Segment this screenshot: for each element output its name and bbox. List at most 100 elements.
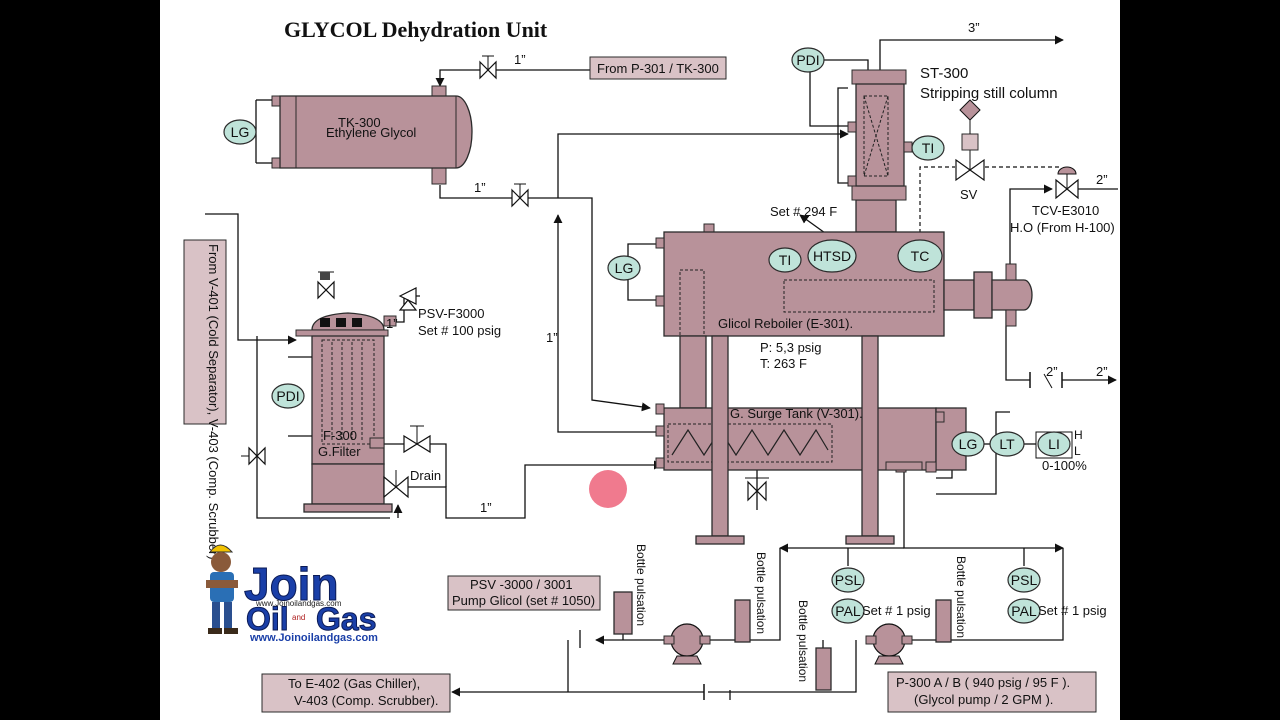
instrument-pal-b: PAL <box>1007 598 1041 624</box>
pump-a <box>663 623 711 665</box>
valve-hot-oil <box>1029 372 1063 389</box>
tank-tag: TK-300 <box>338 115 381 130</box>
svg-text:PSL: PSL <box>835 572 862 588</box>
valve-filter-top <box>317 271 335 300</box>
bottle-label-4: Bottle pulsation <box>954 556 968 638</box>
svg-text:LI: LI <box>1048 436 1060 452</box>
sv-label: SV <box>960 187 978 202</box>
instrument-lg-tank: LG <box>223 99 272 164</box>
bottle-label-3: Bottle pulsation <box>796 600 810 682</box>
svg-text:LG: LG <box>959 436 978 452</box>
psv-f3000: PSV-F3000 Set # 100 psig <box>398 287 501 338</box>
glycol-reboiler: Glicol Reboiler (E-301). P: 5,3 psig T: … <box>655 223 1033 377</box>
svg-text:PDI: PDI <box>796 52 819 68</box>
still-name: Stripping still column <box>920 85 1058 102</box>
bottle-3 <box>815 647 832 691</box>
svg-text:From V-401 (Cold Separator), V: From V-401 (Cold Separator), V-403 (Comp… <box>206 244 221 560</box>
valve-drain <box>383 470 409 499</box>
tcv-tag: TCV-E3010 <box>1032 203 1099 218</box>
signal-line <box>919 166 955 240</box>
svg-text:PDI: PDI <box>276 388 299 404</box>
psv-set: Set # 100 psig <box>418 323 501 338</box>
psv-tag: PSV-F3000 <box>418 306 485 321</box>
bottle-label-2: Bottle pulsation <box>754 552 768 634</box>
svg-text:To E-402 (Gas Chiller),: To E-402 (Gas Chiller), <box>288 676 420 691</box>
box-from-p301: From P-301 / TK-300 <box>589 56 727 80</box>
instrument-lg-surge: LG <box>951 431 985 457</box>
bottle-4 <box>935 599 952 643</box>
pal-b-set: Set # 1 psig <box>1038 603 1107 618</box>
size-return: 1” <box>546 330 558 345</box>
bottle-1 <box>613 591 633 635</box>
valve-tank-outlet <box>511 183 529 208</box>
instrument-tc: TC <box>897 239 943 273</box>
svg-text:LG: LG <box>231 124 250 140</box>
svg-text:LG: LG <box>615 260 634 276</box>
size-hot-oil-out-b: 2” <box>1096 364 1108 379</box>
surge-name: G. Surge Tank (V-301). <box>730 406 863 421</box>
instrument-ti-still: TI <box>911 135 945 161</box>
svg-text:PSV -3000 / 3001: PSV -3000 / 3001 <box>470 577 573 592</box>
svg-text:PSL: PSL <box>1011 572 1038 588</box>
svg-text:LT: LT <box>999 436 1015 452</box>
logo-url-bottom: www.Joinoilandgas.com <box>249 632 378 644</box>
page-title: GLYCOL Dehydration Unit <box>284 17 548 42</box>
li-high: H <box>1074 428 1083 442</box>
svg-text:TI: TI <box>779 252 791 268</box>
valve-surge-drain <box>745 477 769 502</box>
box-from-v401: From V-401 (Cold Separator), V-403 (Comp… <box>183 239 227 560</box>
reboiler-name: Glicol Reboiler (E-301). <box>718 316 853 331</box>
instrument-lg-reboiler: LG <box>607 255 641 281</box>
size-tank-inlet: 1” <box>514 52 526 67</box>
li-low: L <box>1074 444 1081 458</box>
still-tag: ST-300 <box>920 65 968 82</box>
instrument-ti-reboiler: TI <box>768 247 802 273</box>
drain-label: Drain <box>410 468 441 483</box>
instrument-lt-surge: LT <box>989 431 1025 457</box>
tcv-service: H.O (From H-100) <box>1010 220 1115 235</box>
svg-text:(Glycol pump / 2 GPM ).: (Glycol pump / 2 GPM ). <box>914 692 1053 707</box>
logo-url-top: www.Joinoilandgas.com <box>255 599 342 608</box>
valve-tcv <box>1055 166 1079 200</box>
pal-a-set: Set # 1 psig <box>862 603 931 618</box>
valve-sv <box>955 99 985 182</box>
bottle-2 <box>734 599 751 643</box>
size-psv: 1” <box>386 316 398 331</box>
labels: Set # 294 F SV TCV-E3010 H.O (From H-100… <box>386 20 1115 682</box>
worker-mascot <box>206 544 238 634</box>
box-pump-spec: P-300 A / B ( 940 psig / 95 F ). (Glycol… <box>887 671 1097 713</box>
logo-oil: Oil <box>246 601 289 637</box>
instrument-pdi-filter: PDI <box>271 383 305 409</box>
pumps <box>613 591 952 691</box>
box-to-e402: To E-402 (Gas Chiller), V-403 (Comp. Scr… <box>261 673 451 713</box>
logo-join: Join <box>244 558 339 610</box>
box-psv-pump: PSV -3000 / 3001 Pump Glicol (set # 1050… <box>447 575 601 611</box>
join-oil-gas-logo: Join www.Joinoilandgas.com Oil and Gas w… <box>206 544 378 644</box>
size-hot-oil: 2” <box>1096 172 1108 187</box>
instrument-psl-b: PSL <box>1007 567 1041 593</box>
reboiler-temperature: T: 263 F <box>760 356 807 371</box>
instrument-psl-a: PSL <box>831 567 865 593</box>
size-tank-outlet: 1” <box>474 180 486 195</box>
valve-bypass <box>241 446 266 466</box>
size-still-vent: 3” <box>968 20 980 35</box>
li-range: 0-100% <box>1042 458 1087 473</box>
svg-text:TI: TI <box>922 140 934 156</box>
pump-b <box>865 623 913 665</box>
pointer-marker <box>589 470 627 508</box>
svg-text:V-403 (Comp. Scrubber).: V-403 (Comp. Scrubber). <box>294 693 439 708</box>
svg-text:TC: TC <box>911 248 930 264</box>
tank-tk300: TK-300 Ethylene Glycol <box>271 85 473 185</box>
instrument-htsd: HTSD <box>807 239 857 273</box>
instrument-pal-a: PAL <box>831 598 865 624</box>
instruments: LG PDI TI LG TI HTSD TC PDI LG LT LI PSL… <box>223 47 1073 624</box>
size-bottom: 1” <box>480 500 492 515</box>
reboiler-pressure: P: 5,3 psig <box>760 340 821 355</box>
instrument-pdi-still: PDI <box>791 47 825 73</box>
svg-text:Pump Glicol (set # 1050): Pump Glicol (set # 1050) <box>452 593 595 608</box>
logo-and: and <box>292 613 305 622</box>
svg-text:P-300 A / B ( 940 psig / 95 F: P-300 A / B ( 940 psig / 95 F ). <box>896 675 1070 690</box>
valves <box>241 55 1079 700</box>
still-column: ST-300 Stripping still column <box>847 65 1058 233</box>
logo-gas: Gas <box>316 601 376 637</box>
